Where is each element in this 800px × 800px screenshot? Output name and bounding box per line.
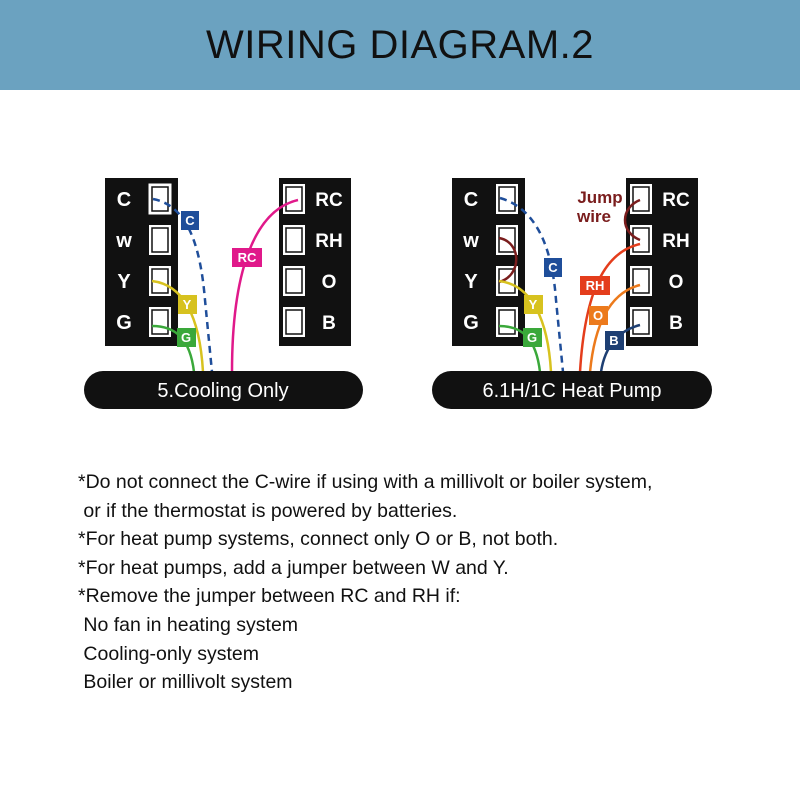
- rc-wire-tag: RC: [232, 248, 262, 267]
- terminal-rc-label: RC: [315, 190, 343, 211]
- rc-rh-jumper: [623, 198, 641, 242]
- header-bar: WIRING DIAGRAM.2: [0, 0, 800, 90]
- svg-text:G: G: [181, 330, 191, 345]
- terminal-b-label: B: [669, 313, 683, 334]
- c-wire: [152, 197, 214, 373]
- note-line: Cooling-only system: [78, 642, 259, 665]
- svg-text:RH: RH: [586, 278, 605, 293]
- caption-cooling-only: 5.Cooling Only: [84, 371, 363, 409]
- diagram-cooling-only: C w Y G RC RH O B C: [84, 178, 363, 409]
- svg-text:C: C: [185, 213, 195, 228]
- wiring-notes: *Do not connect the C-wire if using with…: [78, 468, 778, 697]
- b-wire-tag: B: [605, 331, 624, 350]
- g-wire-tag: G: [523, 328, 542, 347]
- note-line: *For heat pump systems, connect only O o…: [78, 528, 559, 551]
- o-wire-tag: O: [589, 306, 608, 325]
- note-line: *For heat pumps, add a jumper between W …: [78, 556, 509, 579]
- terminal-w-label: w: [462, 230, 479, 252]
- svg-text:C: C: [548, 260, 558, 275]
- terminal-w-label: w: [115, 230, 132, 252]
- right-terminal-block: RC RH O B: [626, 178, 698, 346]
- svg-text:B: B: [609, 333, 618, 348]
- note-line: *Remove the jumper between RC and RH if:: [78, 585, 461, 608]
- note-line: No fan in heating system: [78, 613, 299, 636]
- jump-wire-label-line1: Jump: [577, 188, 622, 207]
- terminal-o-label: O: [669, 272, 684, 293]
- terminal-g-label: G: [463, 312, 479, 334]
- note-line: Boiler or millivolt system: [78, 671, 293, 694]
- terminal-c-label: C: [117, 189, 131, 211]
- terminal-rh-label: RH: [662, 231, 689, 252]
- y-wire-tag: Y: [178, 295, 197, 314]
- right-terminal-block: RC RH O B: [279, 178, 351, 346]
- page-title: WIRING DIAGRAM.2: [205, 22, 595, 67]
- c-wire-tag: C: [181, 211, 199, 230]
- terminal-b-label: B: [322, 313, 336, 334]
- svg-text:6.1H/1C Heat Pump: 6.1H/1C Heat Pump: [483, 380, 662, 402]
- svg-text:RC: RC: [238, 250, 257, 265]
- terminal-y-label: Y: [464, 271, 478, 293]
- left-terminal-block: C w Y G: [452, 178, 525, 346]
- terminal-g-label: G: [116, 312, 132, 334]
- svg-text:Y: Y: [529, 297, 538, 312]
- terminal-y-label: Y: [117, 271, 131, 293]
- caption-heat-pump: 6.1H/1C Heat Pump: [432, 371, 712, 409]
- w-y-jumper: [498, 236, 518, 284]
- svg-text:O: O: [593, 308, 603, 323]
- terminal-rc-label: RC: [662, 190, 690, 211]
- c-wire-tag: C: [544, 258, 562, 277]
- left-terminal-block: C w Y G: [105, 178, 178, 346]
- jump-wire-label-line2: wire: [576, 207, 611, 226]
- terminal-c-label: C: [464, 189, 478, 211]
- terminal-rh-label: RH: [315, 231, 342, 252]
- rh-wire-tag: RH: [580, 276, 610, 295]
- svg-text:G: G: [527, 330, 537, 345]
- svg-text:5.Cooling Only: 5.Cooling Only: [157, 380, 288, 402]
- y-wire-tag: Y: [524, 295, 543, 314]
- terminal-o-label: O: [322, 272, 337, 293]
- svg-text:Y: Y: [183, 297, 192, 312]
- c-wire: [499, 196, 565, 373]
- g-wire-tag: G: [177, 328, 196, 347]
- note-line: *Do not connect the C-wire if using with…: [78, 471, 653, 493]
- note-line: or if the thermostat is powered by batte…: [78, 499, 458, 522]
- diagram-heat-pump: C w Y G RC RH O B Jump wire: [432, 178, 712, 409]
